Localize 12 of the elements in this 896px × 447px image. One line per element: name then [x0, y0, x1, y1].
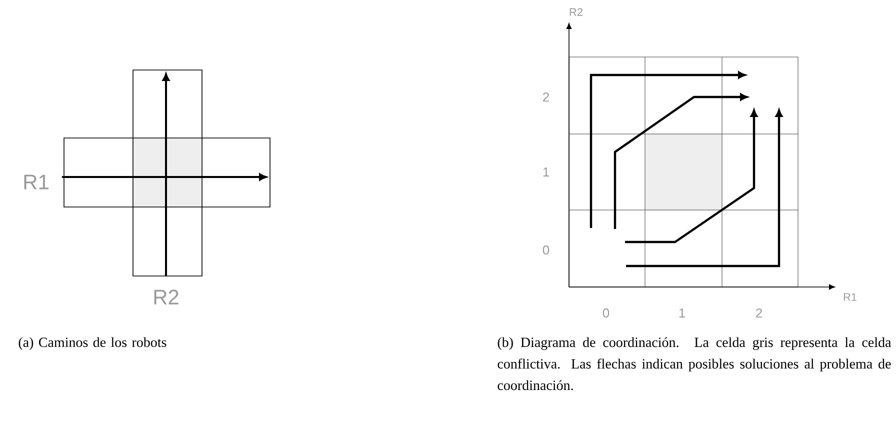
robot-label: R2 — [154, 290, 178, 304]
tick-label: 0 — [542, 245, 550, 255]
caption: (a) Caminos de los robots — [18, 337, 166, 350]
tick-label: 2 — [756, 308, 762, 318]
tick-label: 1 — [679, 308, 685, 318]
axis-label: R1 — [844, 293, 856, 301]
tick-label: 1 — [543, 168, 549, 176]
tick-label: 0 — [602, 308, 610, 318]
tick-label: 2 — [543, 92, 549, 102]
caption: (b) Diagrama de coordinación. La celda gris representa la celda conflictiva. Las flechas indican posibles soluciones al problema de coordinación. — [498, 337, 892, 390]
axis-label: R2 — [570, 8, 582, 16]
robot-label: R1 — [24, 174, 48, 190]
